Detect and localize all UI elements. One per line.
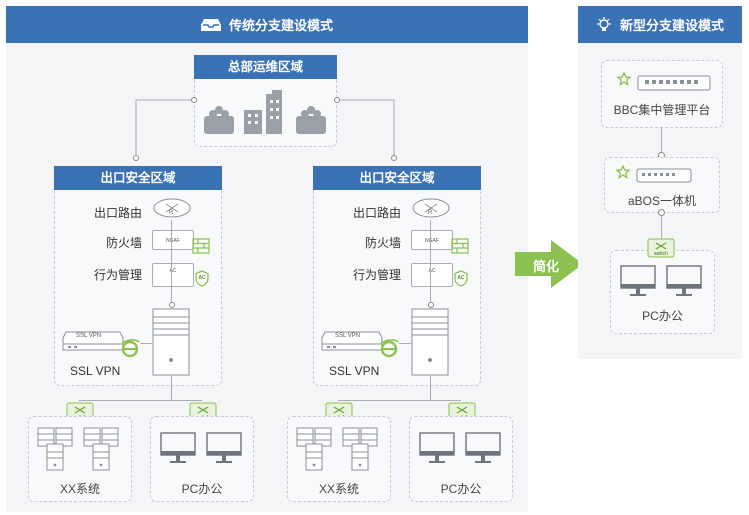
branch-zone-title: 出口安全区域 — [313, 166, 481, 190]
bbc-star-icon — [617, 72, 631, 86]
pc-icons — [160, 432, 242, 463]
new-mode-title: 新型分支建设模式 — [619, 18, 724, 33]
server-rack-icons — [37, 427, 119, 471]
ie-icon — [121, 339, 140, 358]
simplify-label: 简化 — [533, 259, 560, 274]
router-label: 出口路由 — [353, 206, 402, 220]
ac-device — [411, 263, 453, 287]
new-pc-label: PC办公 — [642, 309, 683, 323]
chain-dot — [169, 302, 175, 308]
pc-zone — [409, 416, 513, 502]
new-mode-header: 新型分支建设模式 — [578, 6, 742, 43]
abos-dot — [658, 209, 665, 216]
firewall-label: 防火墙 — [365, 236, 402, 250]
vpn-badge: SSL VPN — [335, 333, 361, 339]
abos-star-icon — [616, 165, 630, 179]
ac-badge: AC — [428, 268, 436, 274]
bbc-box — [601, 60, 723, 128]
abos-label: aBOS一体机 — [627, 194, 697, 208]
traditional-title: 传统分支建设模式 — [228, 18, 333, 33]
new-switch-label: switch — [654, 251, 668, 257]
simplify-arrow — [515, 240, 583, 288]
server-rack-icons — [296, 427, 378, 471]
bbc-label: BBC集中管理平台 — [613, 103, 711, 117]
ac-badge: AC — [169, 268, 177, 274]
firewall-label: 防火墙 — [106, 236, 143, 250]
pcs-label: PC办公 — [181, 482, 223, 496]
behavior-label: 行为管理 — [353, 268, 402, 282]
ac-shield-label: AC — [198, 275, 206, 281]
server-tower-icon — [411, 308, 449, 376]
firewall-badge: NGAF — [166, 238, 180, 244]
router-badge: R — [169, 210, 174, 216]
behavior-label: 行为管理 — [94, 268, 143, 282]
router-icon — [412, 198, 450, 218]
lightbulb-icon — [596, 16, 611, 31]
servers-label: XX系统 — [318, 482, 359, 496]
pc-icons — [419, 432, 501, 463]
vpn-label: SSL VPN — [329, 364, 380, 378]
vpn-link-line — [399, 343, 411, 344]
abos-device-icon — [636, 168, 692, 183]
bbc-device-icon — [637, 75, 711, 91]
ac-shield-icon — [454, 270, 468, 287]
pc-zone — [150, 416, 254, 502]
to-switch-line — [171, 376, 172, 400]
switch-bus-line — [79, 400, 202, 401]
pcs-label: PC办公 — [440, 482, 482, 496]
router-icon — [153, 198, 191, 218]
new-pc-icons — [620, 265, 702, 296]
to-switch-line — [430, 376, 431, 400]
inbox-icon — [200, 18, 221, 31]
chain-line — [430, 220, 431, 308]
brick-wall-icon — [192, 238, 210, 254]
bbc-abos-line — [661, 127, 662, 153]
firewall-badge: NGAF — [425, 238, 439, 244]
vpn-label: SSL VPN — [70, 364, 121, 378]
ac-shield-icon — [195, 270, 209, 287]
router-label: 出口路由 — [94, 206, 143, 220]
hq-connectors — [133, 97, 397, 161]
ac-device — [152, 263, 194, 287]
abos-switch-line — [661, 212, 662, 239]
server-tower-icon — [152, 308, 190, 376]
router-badge: R — [428, 210, 433, 216]
chain-dot — [428, 302, 434, 308]
servers-label: XX系统 — [59, 482, 100, 496]
traditional-header: 传统分支建设模式 — [6, 6, 528, 43]
vpn-badge: SSL VPN — [76, 333, 102, 339]
vpn-device-icon — [62, 331, 124, 351]
ie-icon — [380, 339, 399, 358]
new-switch-icon — [647, 238, 675, 258]
hq-buildings-icon — [204, 90, 326, 134]
new-pc-zone — [610, 250, 715, 334]
brick-wall-icon — [451, 238, 469, 254]
hq-zone-title: 总部运维区域 — [194, 55, 337, 79]
ac-shield-label: AC — [457, 275, 465, 281]
chain-line — [171, 220, 172, 308]
switch-bus-line — [338, 400, 461, 401]
vpn-device-icon — [321, 331, 383, 351]
vpn-link-line — [140, 343, 152, 344]
branch-zone-title: 出口安全区域 — [54, 166, 222, 190]
